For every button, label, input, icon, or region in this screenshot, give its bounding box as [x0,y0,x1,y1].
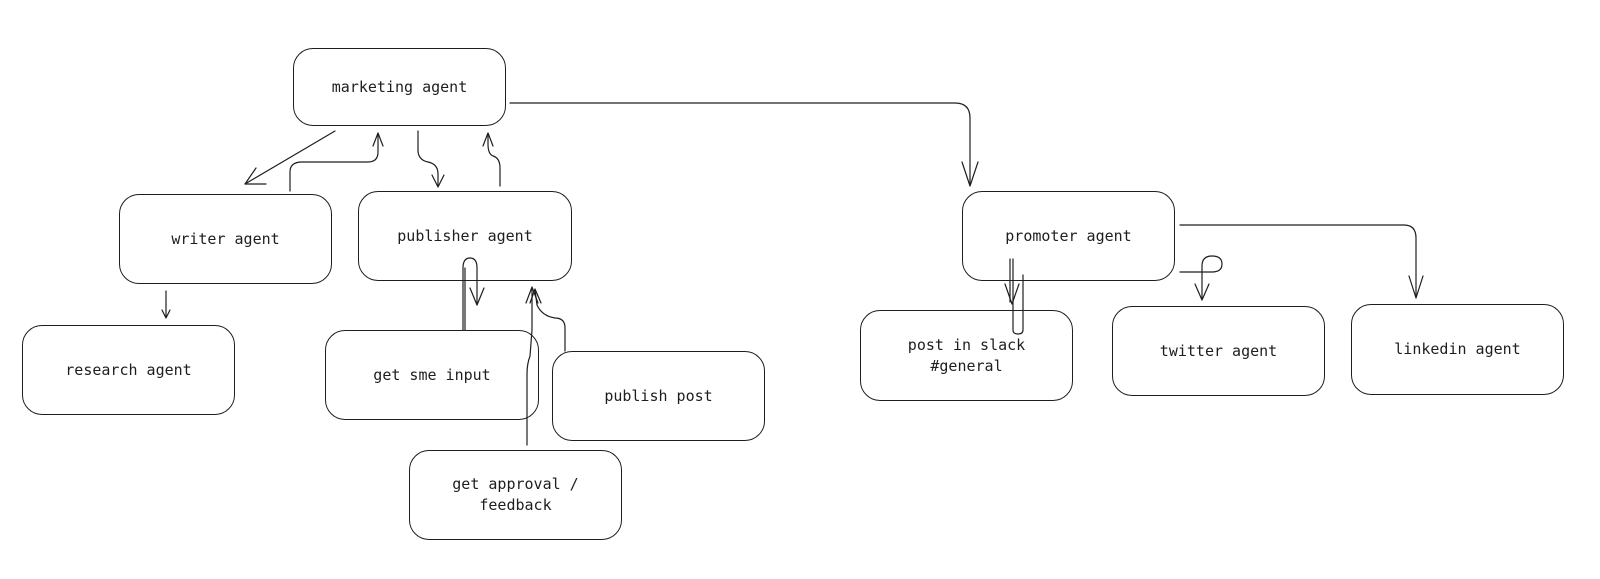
node-label: twitter agent [1159,341,1278,360]
edge-publish-post-to-publisher [529,288,566,352]
node-twitter-agent[interactable]: twitter agent [1112,306,1325,396]
node-label: post in slack #general [907,335,1026,375]
edge-promoter-to-twitter [1179,255,1223,301]
node-marketing-agent[interactable]: marketing agent [293,48,506,126]
node-post-in-slack[interactable]: post in slack #general [860,310,1073,401]
edge-writer-to-marketing [289,132,384,192]
node-get-approval-feedback[interactable]: get approval / feedback [409,450,622,540]
edge-publisher-sme-loop [462,257,485,331]
node-linkedin-agent[interactable]: linkedin agent [1351,304,1564,395]
node-research-agent[interactable]: research agent [22,325,235,415]
node-label: research agent [65,360,192,379]
node-label: get sme input [373,365,491,384]
node-label: marketing agent [331,77,468,96]
node-publisher-agent[interactable]: publisher agent [358,191,572,281]
edge-publisher-to-marketing [482,132,501,187]
node-publish-post[interactable]: publish post [552,351,765,441]
node-get-sme-input[interactable]: get sme input [325,330,539,420]
edge-marketing-to-publisher [417,130,445,188]
edge-approval-to-publisher [525,286,539,446]
node-writer-agent[interactable]: writer agent [119,194,332,284]
node-promoter-agent[interactable]: promoter agent [962,191,1175,281]
node-label: promoter agent [1005,226,1132,245]
node-label: linkedin agent [1394,340,1521,358]
node-label: writer agent [171,229,280,248]
edge-promoter-to-linkedin [1179,224,1424,299]
edge-marketing-to-writer [244,130,336,185]
node-label: publish post [604,386,713,405]
node-label: get approval / feedback [452,475,579,514]
edge-marketing-to-promoter [509,102,979,187]
edge-writer-to-research [161,290,171,319]
node-label: publisher agent [397,226,533,245]
